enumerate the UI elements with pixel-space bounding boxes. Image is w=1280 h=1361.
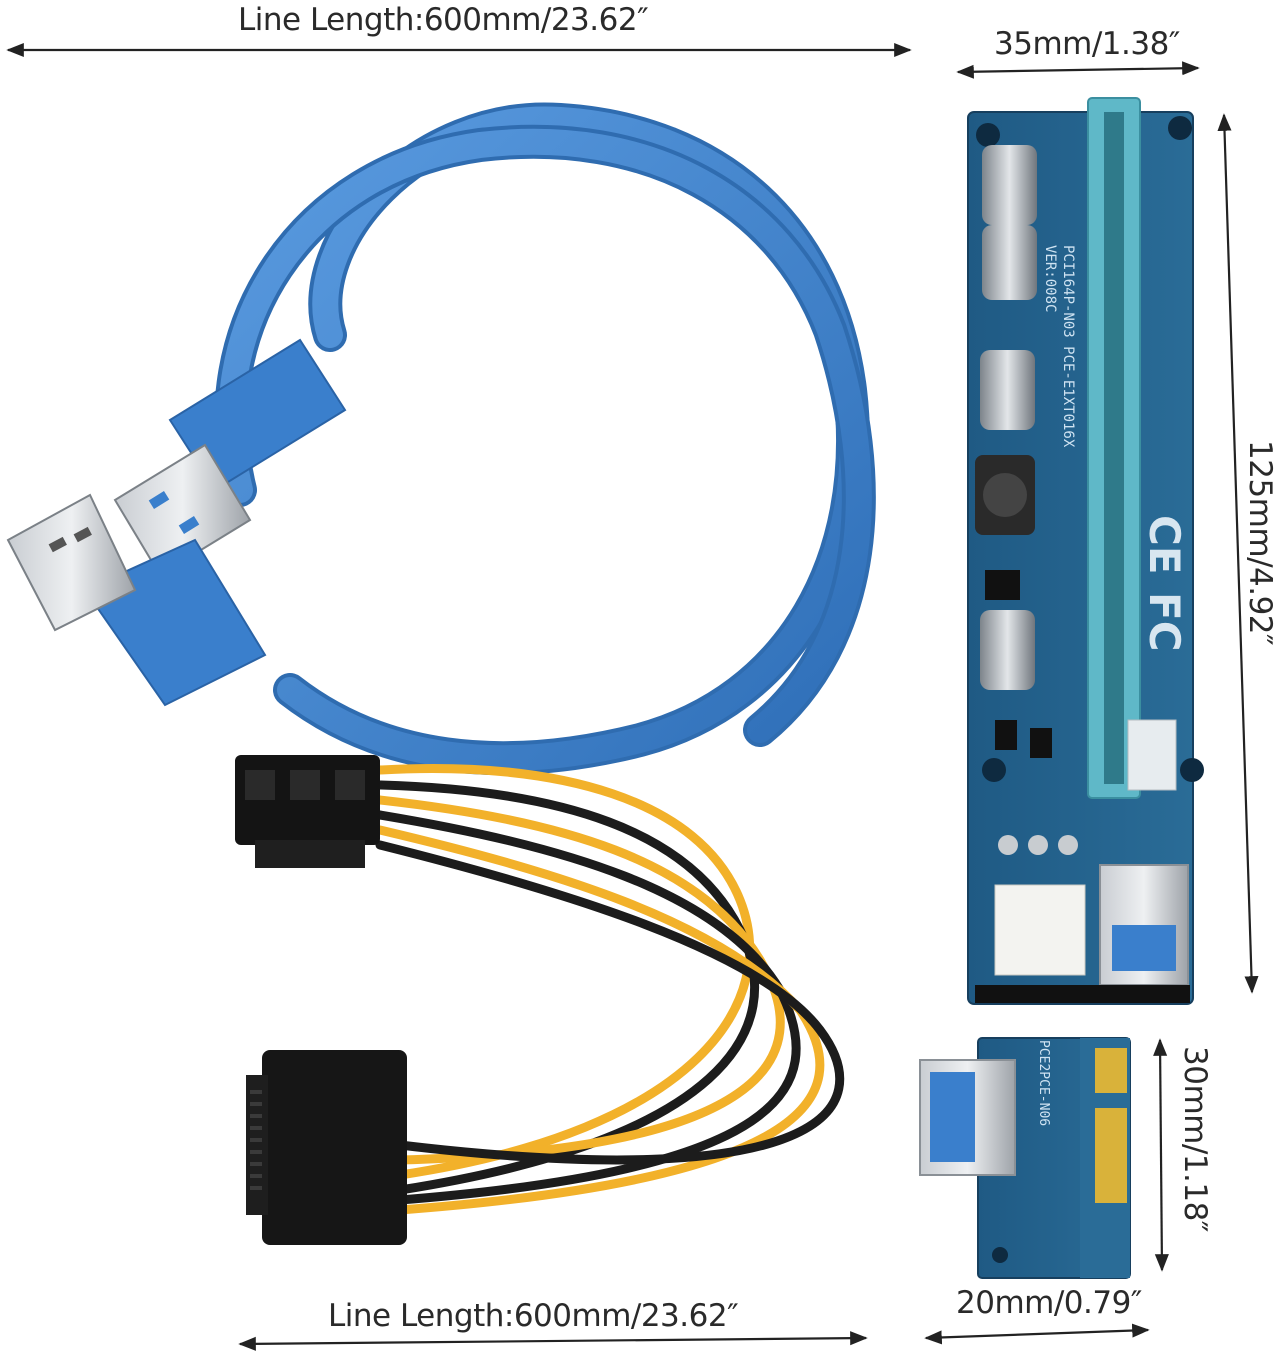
bottom-length-arrow — [238, 1331, 868, 1351]
riser-version-text: VER:008C — [1042, 245, 1058, 312]
board-width-arrow — [956, 61, 1200, 79]
six-pin-connector — [235, 755, 380, 868]
dimension-arrows — [6, 42, 1259, 1351]
board-height-arrow — [1217, 113, 1259, 994]
riser-model-text: PCI164P-N03 PCE-E1XT016X — [1060, 245, 1076, 448]
bottom-length-label: Line Length:600mm/23.62″ — [328, 1298, 739, 1334]
small-board-width-label: 20mm/0.79″ — [956, 1285, 1142, 1321]
usb-plug-lower — [6, 493, 267, 707]
top-length-label: Line Length:600mm/23.62″ — [238, 2, 649, 38]
fc-mark: FC — [1140, 592, 1189, 652]
power-cable-wires — [375, 764, 845, 1215]
adapter-model-text: PCE2PCE-N06 — [1036, 1040, 1051, 1126]
pcie-adapter-board: PCE2PCE-N06 — [919, 1037, 1131, 1279]
sata-connector — [246, 1050, 407, 1245]
usb-plug-upper — [113, 338, 347, 577]
small-board-height-arrow — [1153, 1038, 1169, 1272]
board-width-label: 35mm/1.38″ — [994, 26, 1180, 62]
capacitors — [980, 145, 1037, 690]
riser-board: PCI164P-N03 PCE-E1XT016X VER:008C CE FC — [967, 97, 1204, 1005]
small-board-width-arrow — [924, 1323, 1150, 1345]
usb-cable — [214, 102, 876, 776]
ce-mark: CE — [1140, 515, 1189, 575]
